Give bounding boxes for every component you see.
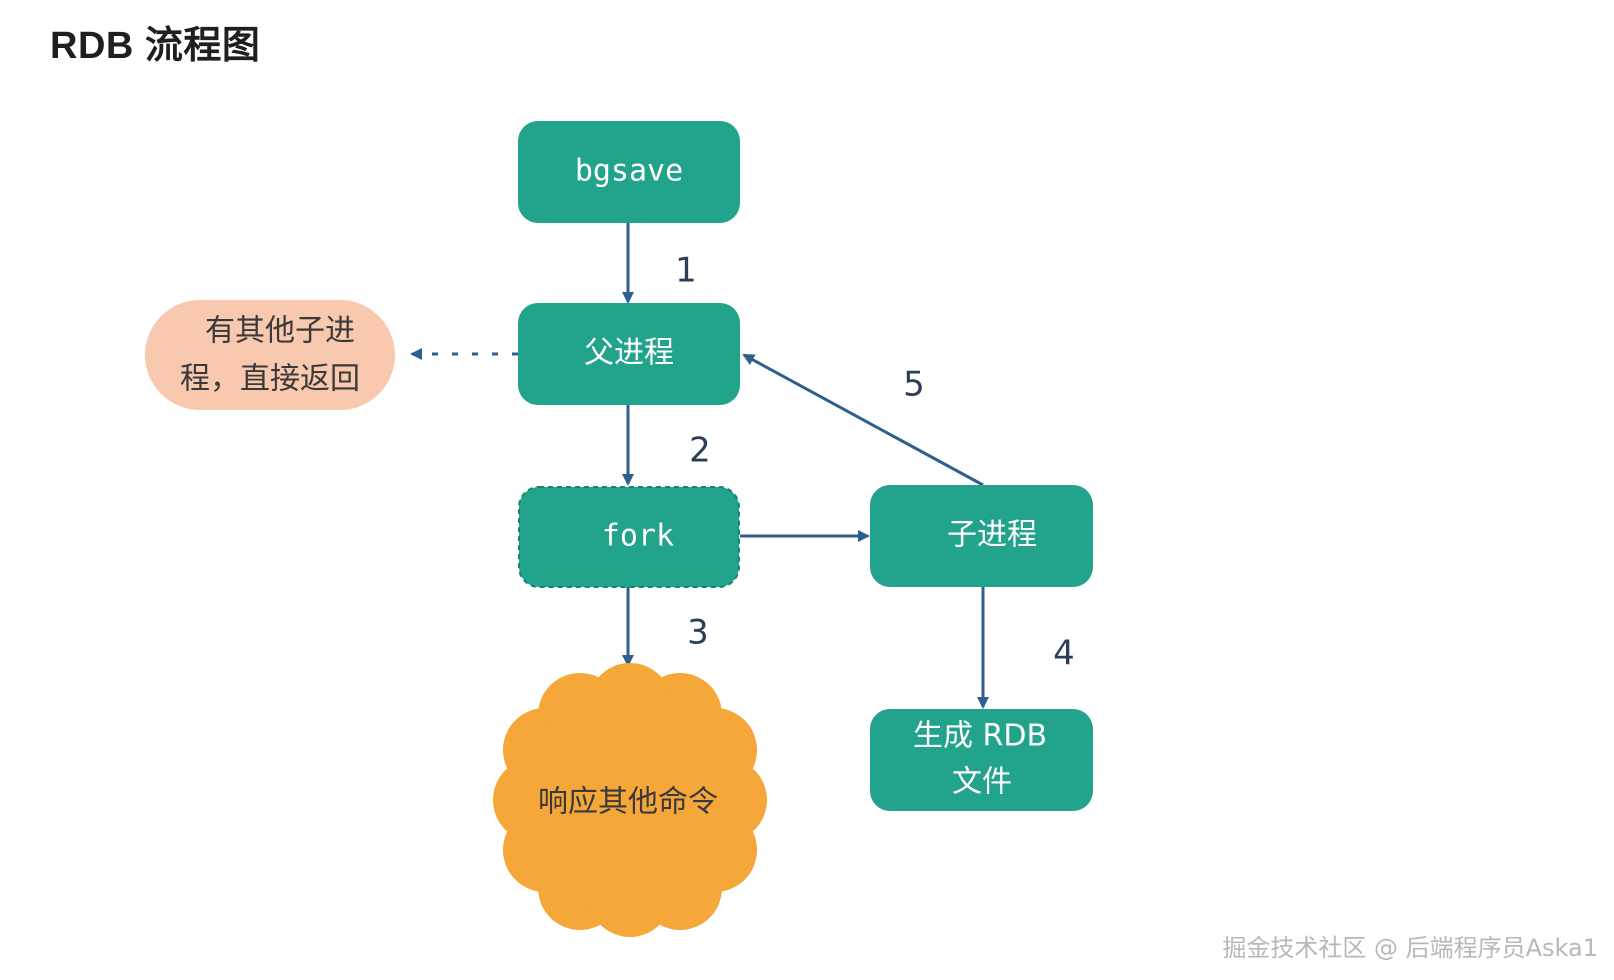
page-title: RDB 流程图 — [50, 25, 261, 67]
node-other-child-return: 有其他子进 程，直接返回 — [145, 300, 395, 410]
step-label-1: 1 — [675, 251, 697, 291]
node-child-process: 子进程 — [870, 485, 1093, 587]
step-label-2: 2 — [689, 431, 711, 471]
step-label-4: 4 — [1053, 634, 1075, 674]
node-parent-process-label: 父进程 — [584, 336, 674, 371]
node-generate-rdb: 生成 RDB 文件 — [870, 709, 1093, 811]
node-generate-rdb-line2: 文件 — [952, 765, 1012, 800]
node-bgsave: bgsave — [518, 121, 740, 223]
arrow-step-5 — [742, 353, 984, 487]
node-fork-label: fork — [602, 519, 674, 554]
node-parent-process: 父进程 — [518, 303, 740, 405]
node-other-child-line1: 有其他子进 — [205, 314, 355, 349]
step-label-5: 5 — [903, 365, 925, 405]
node-child-process-label: 子进程 — [947, 518, 1037, 553]
watermark: 掘金技术社区 @ 后端程序员Aska1 — [1222, 934, 1598, 962]
node-bgsave-label: bgsave — [575, 154, 683, 189]
step-label-3: 3 — [687, 613, 709, 653]
node-generate-rdb-line1: 生成 RDB — [913, 719, 1047, 754]
node-respond-commands: 响应其他命令 — [493, 663, 767, 937]
node-other-child-line2: 程，直接返回 — [180, 362, 360, 397]
node-fork: fork — [518, 486, 740, 588]
node-respond-commands-label: 响应其他命令 — [538, 785, 718, 820]
